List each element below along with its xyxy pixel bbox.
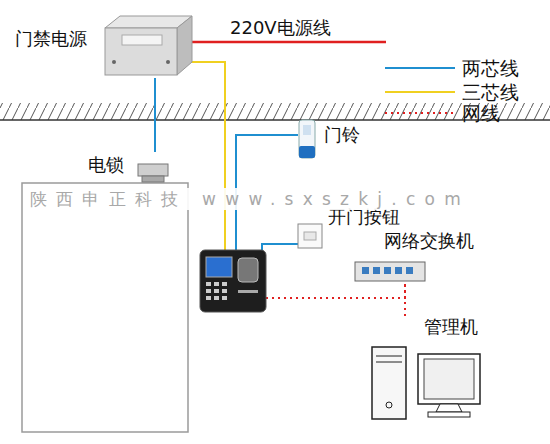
legend-text: 三芯线 xyxy=(462,81,519,103)
exit-button-body xyxy=(298,224,322,248)
legend-line xyxy=(385,112,455,114)
legend-text: 两芯线 xyxy=(462,57,519,79)
device-label: 网络交换机 xyxy=(384,230,474,252)
power-supply-node: 门禁电源 xyxy=(12,12,194,78)
doorbell-body xyxy=(299,120,315,158)
switch-body xyxy=(355,262,425,281)
computer xyxy=(372,347,480,419)
device-label: 管理机 xyxy=(424,316,478,338)
door xyxy=(22,183,188,432)
wire-label: 220V电源线 xyxy=(230,17,331,39)
switch-node: 网络交换机 xyxy=(352,230,490,284)
network-cable xyxy=(266,282,405,298)
watermark: 陕西申正科技 www.sxszkj.com xyxy=(30,188,470,210)
three-core-wire xyxy=(190,62,225,252)
legend-line xyxy=(385,67,455,69)
power-supply xyxy=(105,16,192,75)
device-label: 门铃 xyxy=(324,124,360,146)
fingerprint-reader xyxy=(200,250,266,312)
two-core-wire xyxy=(154,78,156,152)
device-label: 门禁电源 xyxy=(15,28,87,50)
computer-node: 管理机 xyxy=(366,316,486,422)
lock-node: 电锁 xyxy=(86,152,172,182)
two-core-wire xyxy=(262,244,298,252)
device-label: 电锁 xyxy=(88,154,124,176)
legend-line xyxy=(385,91,455,93)
network-cable xyxy=(404,284,406,316)
doorbell-node: 门铃 xyxy=(294,116,363,160)
mains-wire xyxy=(190,41,386,44)
legend-text: 网线 xyxy=(462,102,500,124)
lock-body xyxy=(138,164,168,182)
